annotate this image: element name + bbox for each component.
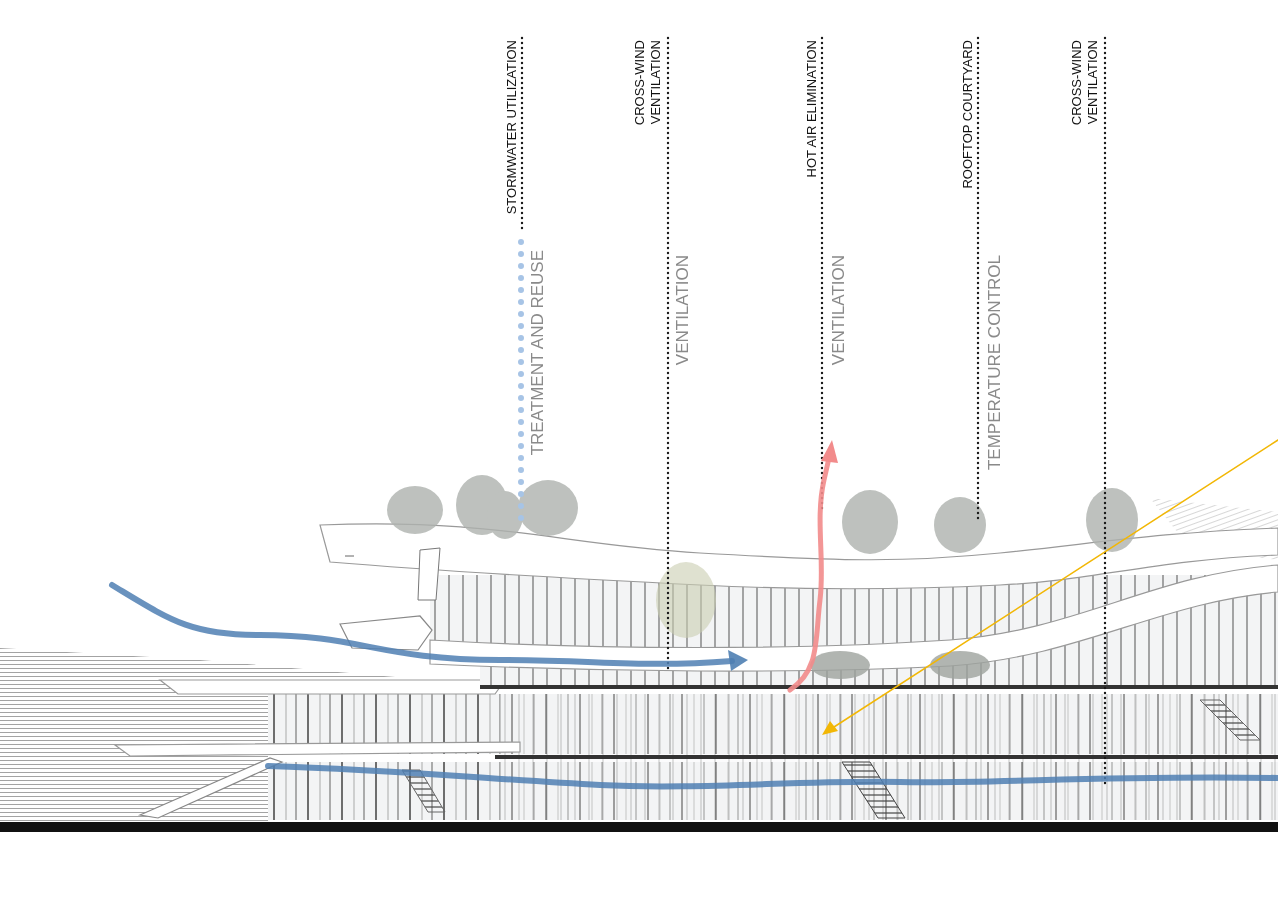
stair (842, 762, 905, 818)
annotation-label: TREATMENT AND REUSE (527, 250, 548, 455)
shrub (810, 651, 870, 679)
tree (934, 497, 986, 553)
ramp (140, 758, 282, 818)
lower-block (268, 690, 1278, 822)
leader-lines (522, 38, 1105, 785)
wind-arrow (112, 585, 732, 664)
annotation-label: CROSS-WIND VENTILATION (632, 40, 664, 140)
annotation-label: HOT AIR ELIMINATION (804, 40, 820, 177)
annotation-label: STORMWATER UTILIZATION (504, 40, 520, 214)
end-wall (418, 548, 440, 600)
leader-line (821, 38, 823, 510)
arrowhead (822, 721, 838, 735)
roof-detail (345, 556, 354, 557)
airflow (112, 440, 1278, 786)
stormwater-dots (518, 242, 524, 522)
annotation-label: ROOFTOP COURTYARD (960, 40, 976, 189)
arrowhead (728, 650, 748, 671)
leader-line (977, 38, 979, 520)
terrace-slab (115, 742, 520, 756)
annotation-label: CROSS-WIND VENTILATION (1069, 40, 1101, 140)
floor-slab (480, 685, 1278, 689)
leader-line (521, 38, 523, 232)
rooftop-trees (387, 475, 1138, 679)
tree (842, 490, 898, 554)
stair (1200, 700, 1260, 740)
leader-line (667, 38, 669, 670)
annotation-label: TEMPERATURE CONTROL (984, 255, 1005, 470)
sun-ray (834, 440, 1278, 727)
tree (518, 480, 578, 536)
terrain (0, 498, 1278, 822)
annotation-label: VENTILATION (828, 255, 849, 365)
wind-arrow (268, 766, 1278, 786)
lower-floors (115, 680, 1278, 822)
hot-air-arrow (790, 458, 829, 690)
annotation-label: VENTILATION (672, 255, 693, 365)
atrium-tree (656, 562, 716, 638)
ground-line (0, 822, 1278, 832)
tree (487, 491, 523, 539)
arrowhead (821, 440, 838, 463)
shrub (930, 651, 990, 679)
tree (1086, 488, 1138, 552)
floor-slab (495, 755, 1278, 759)
leader-line (1104, 38, 1106, 785)
tree (387, 486, 443, 534)
canopy (160, 680, 505, 694)
